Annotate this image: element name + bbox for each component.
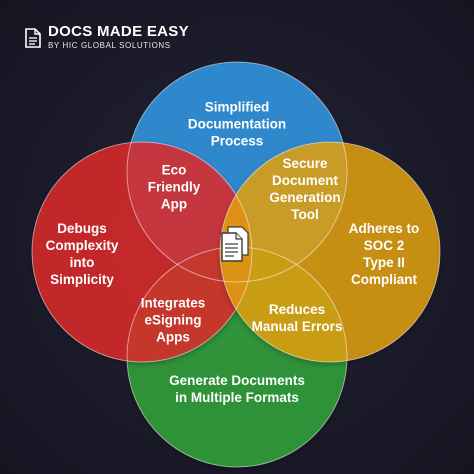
label-eco-friendly: Eco Friendly App [147,162,201,212]
circle-orange [220,142,440,362]
circle-red [32,142,252,362]
documents-icon [221,226,249,262]
circle-outline-blue [126,61,348,283]
label-soc2-compliant: Adheres to SOC 2 Type II Compliant [348,221,420,287]
label-simplified-documentation: Simplified Documentation Process [187,99,287,149]
label-debugs-complexity: Debugs Complexity into Simplicity [45,221,119,287]
brand-logo: DOCS MADE EASY BY HIC GLOBAL SOLUTIONS [24,24,189,51]
document-logo-icon [25,27,41,48]
label-reduces-manual-errors: Reduces Manual Errors [251,302,343,334]
label-generate-documents: Generate Documents in Multiple Formats [169,373,305,405]
circle-outline-orange [219,141,441,363]
label-secure-document-generation: Secure Document Generation Tool [269,156,341,222]
brand-title: DOCS MADE EASY [48,23,189,40]
label-integrates-esigning: Integrates eSigning Apps [140,295,206,345]
brand-subtitle: BY HIC GLOBAL SOLUTIONS [48,41,171,50]
circle-outline-red [31,141,253,363]
